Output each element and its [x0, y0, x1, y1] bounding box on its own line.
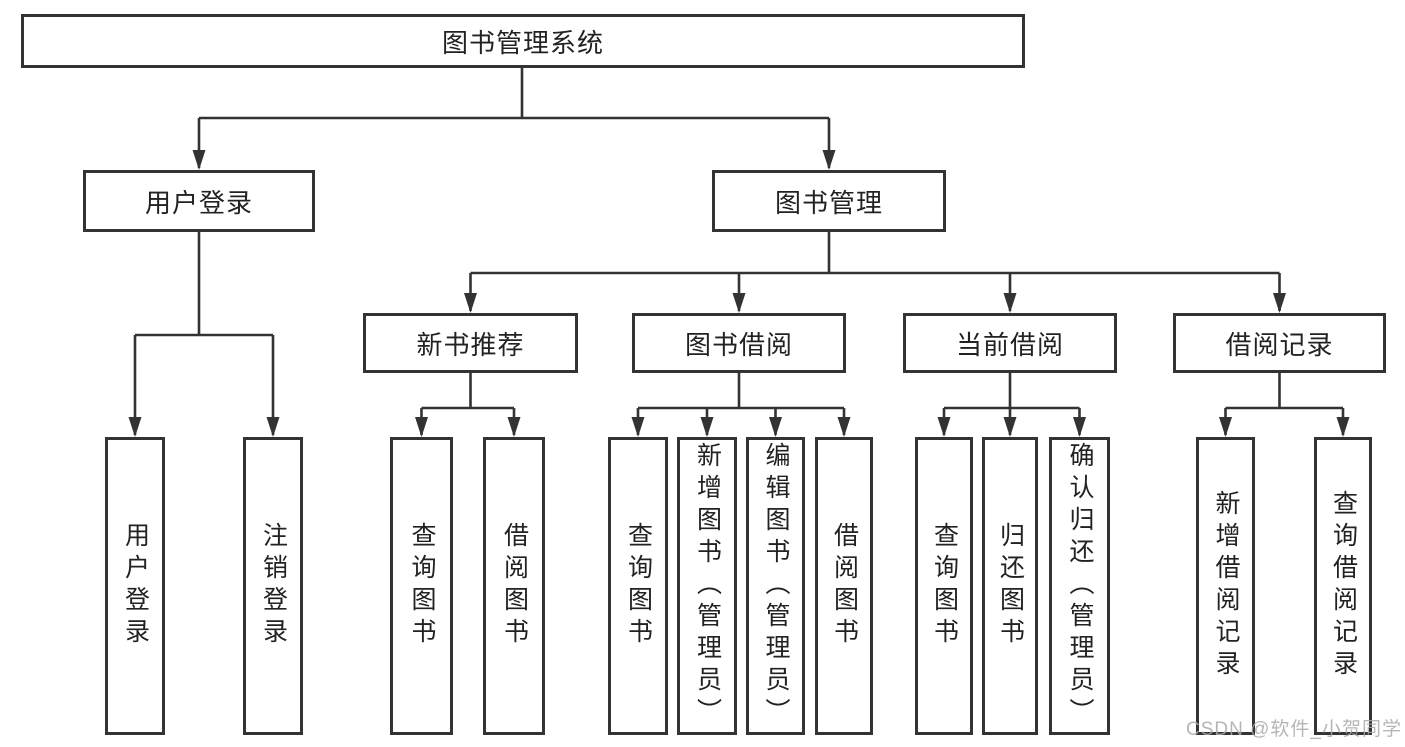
node-book-management: 图书管理	[712, 170, 946, 232]
connector-path	[133, 68, 1345, 435]
leaf-label: 借阅图书	[830, 522, 859, 650]
node-label: 图书借阅	[684, 329, 793, 360]
node-label: 借阅记录	[1225, 329, 1334, 360]
leaf-user-login: 用户登录	[105, 437, 165, 735]
leaf-label: 查询图书	[408, 522, 436, 650]
leaf-query-books-borrow: 查询图书	[608, 437, 668, 735]
leaf-label: 编辑图书（管理员）	[762, 442, 790, 730]
node-label: 图书管理	[774, 187, 883, 218]
leaf-label: 归还图书	[996, 522, 1025, 650]
leaf-label: 用户登录	[121, 522, 150, 650]
leaf-label: 查询图书	[624, 522, 653, 650]
csdn-watermark: CSDN @软件_小贺同学	[1186, 719, 1402, 740]
node-new-book-recommend: 新书推荐	[363, 313, 578, 373]
leaf-return-books: 归还图书	[982, 437, 1038, 735]
node-label: 用户登录	[144, 187, 253, 218]
leaf-add-book-admin: 新增图书（管理员）	[677, 437, 737, 735]
leaf-logout: 注销登录	[243, 437, 303, 735]
node-borrow-records: 借阅记录	[1173, 313, 1386, 373]
leaf-label: 查询借阅记录	[1329, 490, 1358, 682]
node-library-management-system: 图书管理系统	[21, 14, 1025, 68]
leaf-borrow-books: 借阅图书	[815, 437, 873, 735]
leaf-label: 新增图书（管理员）	[693, 442, 722, 730]
leaf-label: 借阅图书	[500, 522, 529, 650]
leaf-borrow-books-recommend: 借阅图书	[483, 437, 545, 735]
node-book-borrow: 图书借阅	[632, 313, 846, 373]
leaf-query-books-recommend: 查询图书	[390, 437, 453, 735]
leaf-label: 注销登录	[259, 522, 288, 650]
leaf-add-borrow-record: 新增借阅记录	[1196, 437, 1255, 735]
leaf-query-books-current: 查询图书	[915, 437, 973, 735]
node-label: 当前借阅	[955, 329, 1064, 360]
leaf-edit-book-admin: 编辑图书（管理员）	[746, 437, 805, 735]
leaf-query-borrow-record: 查询借阅记录	[1314, 437, 1372, 735]
leaf-label: 查询图书	[930, 522, 959, 650]
leaf-label: 确认归还（管理员）	[1066, 442, 1094, 730]
node-current-borrow: 当前借阅	[903, 313, 1117, 373]
leaf-label: 新增借阅记录	[1212, 490, 1240, 682]
node-user-login: 用户登录	[83, 170, 315, 232]
node-label: 图书管理系统	[441, 27, 604, 58]
node-label: 新书推荐	[416, 329, 525, 360]
leaf-confirm-return-admin: 确认归还（管理员）	[1049, 437, 1110, 735]
